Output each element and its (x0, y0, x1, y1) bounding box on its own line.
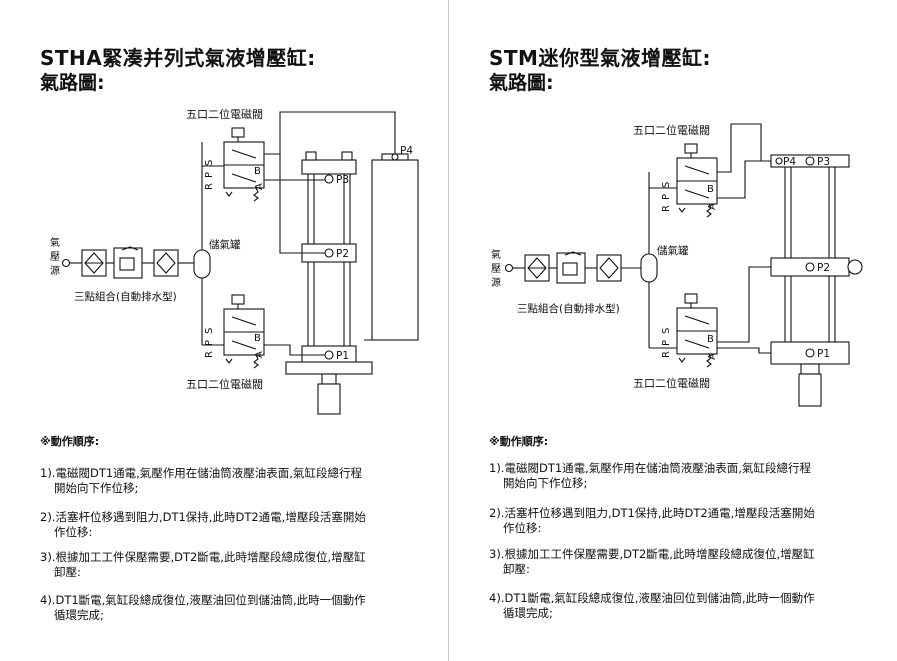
step-4: 4).DT1斷電,氣缸段總成復位,液壓油回位到儲油筒,此時一個動作循環完成; (40, 593, 366, 622)
port-p1: P1 (336, 350, 349, 362)
pneumatic-diagram-subtitle-stm: 氣路圖: (489, 72, 554, 94)
valve-bottom-port-r: R (661, 351, 672, 358)
stha-pneumatic-diagram: 五口二位電磁閥 五口二位電磁閥 氣壓源 三點組合(自動排水型) 儲氣罐 (50, 107, 419, 415)
pneumatic-diagram-subtitle: 氣路圖: (40, 72, 105, 94)
air-tank-symbol (193, 249, 211, 279)
step-1: 1).電磁閥DT1通電,氣壓作用在儲油筒液壓油表面,氣缸段總行程開始向下作位移; (489, 461, 811, 490)
valve-bottom-port-s: S (661, 328, 672, 334)
step-3: 3).根據加工工件保壓需要,DT2斷電,此時增壓段總成復位,增壓缸卸壓: (40, 550, 366, 579)
valve-bottom-port-r: R (204, 351, 215, 358)
solenoid-valve-bottom (223, 294, 265, 369)
valve-top-label: 五口二位電磁閥 (186, 107, 263, 121)
valve-bottom-port-a: A (707, 353, 718, 360)
frl-label: 三點組合(自動排水型) (74, 290, 177, 303)
valve-top-port-p: P (661, 194, 672, 200)
air-source-label: 氣壓源 (491, 248, 501, 289)
valve-bottom-port-p: P (204, 340, 215, 346)
port-p3: P3 (336, 174, 349, 186)
port-p1: P1 (817, 348, 830, 360)
valve-bottom-port-a: A (254, 351, 265, 358)
lubricator-symbol (596, 254, 622, 282)
air-source-char-1: 氣 (50, 236, 60, 249)
valve-top-port-b: B (254, 166, 261, 177)
page-title-stha: STHA緊凑并列式氣液增壓缸: (40, 46, 316, 70)
valve-top-port-r: R (661, 205, 672, 212)
air-source-char-3: 源 (491, 276, 501, 289)
air-source-char-2: 壓 (491, 263, 501, 275)
step-4: 4).DT1斷電,氣缸段總成復位,液壓油回位到儲油筒,此時一個動作循環完成; (489, 591, 815, 620)
action-sequence-heading: ※動作順序: (40, 435, 100, 448)
air-tank-symbol (640, 253, 658, 283)
air-source-port (61, 258, 71, 268)
step-2: 2).活塞杆位移遇到阻力,DT1保持,此時DT2通電,增壓段活塞開始作位移: (40, 510, 366, 539)
lubricator-symbol (153, 249, 179, 277)
right-panel-stm: STM迷你型氣液增壓缸: 氣路圖: 五口二位電磁閥 五口二位電磁閥 氣壓源 三點… (449, 0, 897, 661)
port-p4: P4 (400, 145, 413, 157)
air-source-port (504, 263, 514, 273)
solenoid-valve-bottom (676, 293, 718, 368)
left-panel-stha: STHA緊凑并列式氣液增壓缸: 氣路圖: 五口二位電磁閥 五口二位電磁閥 氣壓源… (0, 0, 448, 661)
valve-top-port-a: A (707, 203, 718, 210)
port-p4: P4 (783, 156, 796, 168)
port-p3: P3 (817, 156, 830, 168)
valve-top-port-p: P (204, 172, 215, 178)
frl-label: 三點組合(自動排水型) (517, 302, 620, 315)
tank-label: 儲氣罐 (657, 244, 689, 257)
panel-divider (448, 0, 449, 661)
stha-cylinder-symbol (285, 151, 419, 415)
step-2: 2).活塞杆位移遇到阻力,DT1保持,此時DT2通電,增壓段活塞開始作位移: (489, 506, 815, 535)
valve-bottom-port-b: B (707, 334, 714, 345)
valve-top-port-r: R (204, 183, 215, 190)
tank-label: 儲氣罐 (209, 238, 241, 251)
air-source-char-3: 源 (50, 264, 60, 277)
solenoid-valve-top (223, 127, 265, 202)
stm-cylinder-symbol (770, 154, 863, 407)
valve-top-label: 五口二位電磁閥 (633, 123, 710, 137)
valve-top-port-b: B (707, 184, 714, 195)
valve-bottom-label: 五口二位電磁閥 (633, 376, 710, 390)
valve-bottom-port-p: P (661, 340, 672, 346)
valve-bottom-label: 五口二位電磁閥 (186, 377, 263, 391)
air-source-char-1: 氣 (491, 248, 501, 261)
step-1: 1).電磁閥DT1通電,氣壓作用在儲油筒液壓油表面,氣缸段總行程開始向下作位移; (40, 466, 362, 495)
step-3: 3).根據加工工件保壓需要,DT2斷電,此時增壓段總成復位,增壓缸卸壓: (489, 547, 815, 576)
page-title-stm: STM迷你型氣液增壓缸: (489, 46, 711, 70)
solenoid-valve-top (676, 143, 718, 218)
stm-pneumatic-diagram: 五口二位電磁閥 五口二位電磁閥 氣壓源 三點組合(自動排水型) 儲氣罐 (491, 123, 863, 407)
valve-bottom-port-s: S (204, 328, 215, 334)
air-source-label: 氣壓源 (50, 236, 60, 277)
valve-top-port-s: S (204, 160, 215, 166)
valve-top-port-a: A (254, 183, 265, 190)
port-p2: P2 (817, 262, 830, 274)
valve-bottom-port-b: B (254, 333, 261, 344)
valve-top-port-s: S (661, 182, 672, 188)
air-source-char-2: 壓 (50, 251, 60, 263)
port-p2: P2 (336, 248, 349, 260)
action-sequence-heading: ※動作順序: (489, 435, 549, 448)
